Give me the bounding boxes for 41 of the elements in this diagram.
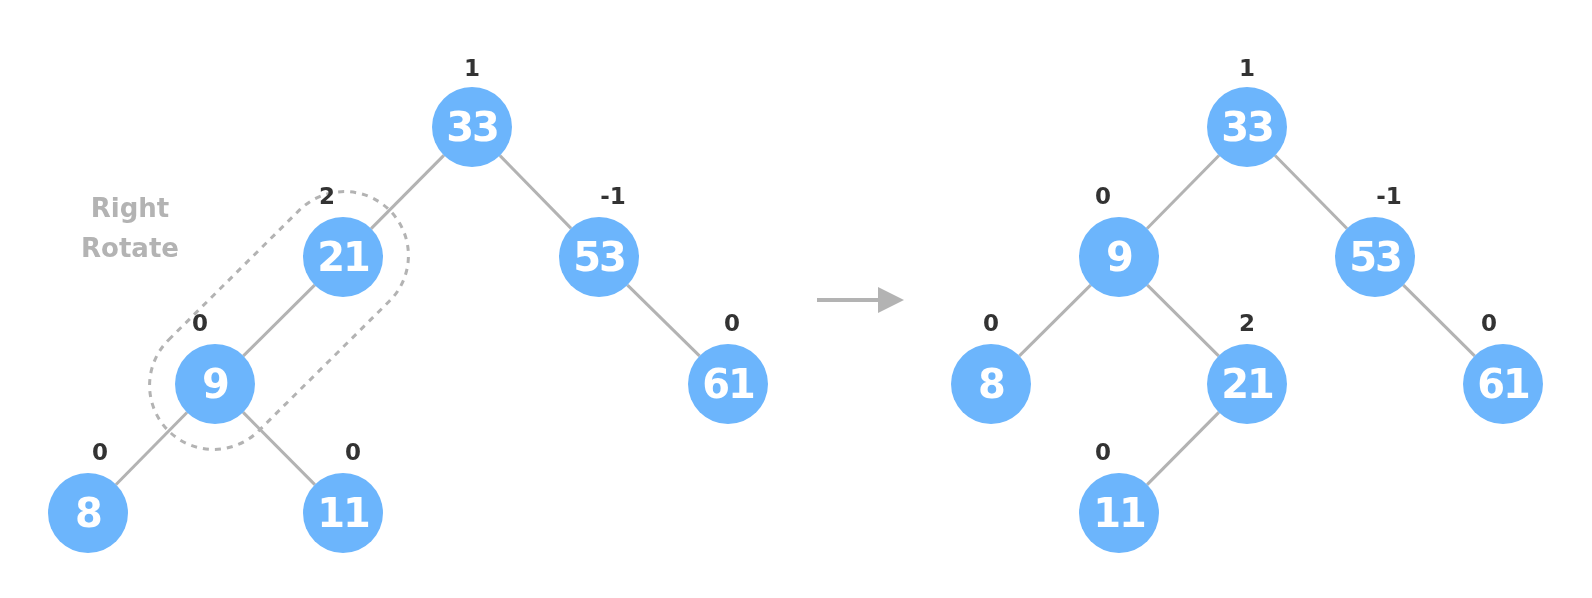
balance-factor: 0 (1094, 439, 1112, 465)
tree-node: 21 (303, 217, 383, 297)
tree-node: 53 (559, 217, 639, 297)
tree-node: 11 (303, 473, 383, 553)
balance-factor: -1 (599, 183, 627, 209)
balance-factor: 0 (344, 439, 362, 465)
tree-node: 33 (1207, 87, 1287, 167)
tree-node: 21 (1207, 344, 1287, 424)
tree-edge (1274, 154, 1348, 230)
balance-factor: 2 (318, 183, 336, 209)
balance-factor: 0 (1094, 183, 1112, 209)
balance-factor: 0 (982, 310, 1000, 336)
tree-edge (370, 154, 445, 230)
tree-node: 9 (175, 344, 255, 424)
balance-factor: 0 (1480, 310, 1498, 336)
tree-edge (498, 154, 573, 230)
balance-factor: 1 (1238, 55, 1256, 81)
tree-edge (1146, 284, 1220, 357)
balance-factor: 0 (723, 310, 741, 336)
tree-node: 33 (432, 87, 512, 167)
balance-factor: -1 (1375, 183, 1403, 209)
rotation-label: Right Rotate (80, 192, 180, 265)
tree-edge (1402, 284, 1476, 357)
tree-edge (242, 411, 316, 486)
tree-node: 8 (48, 473, 128, 553)
tree-node: 61 (688, 344, 768, 424)
tree-edge (242, 284, 316, 357)
tree-edge (1146, 411, 1220, 486)
tree-node: 9 (1079, 217, 1159, 297)
tree-node: 8 (951, 344, 1031, 424)
tree-edge (1146, 154, 1220, 230)
tree-edge (1018, 284, 1092, 357)
balance-factor: 2 (1238, 310, 1256, 336)
balance-factor: 0 (191, 310, 209, 336)
tree-node: 53 (1335, 217, 1415, 297)
tree-edge (626, 284, 701, 357)
tree-edge (115, 411, 188, 486)
tree-node: 11 (1079, 473, 1159, 553)
tree-node: 61 (1463, 344, 1543, 424)
balance-factor: 1 (463, 55, 481, 81)
balance-factor: 0 (91, 439, 109, 465)
